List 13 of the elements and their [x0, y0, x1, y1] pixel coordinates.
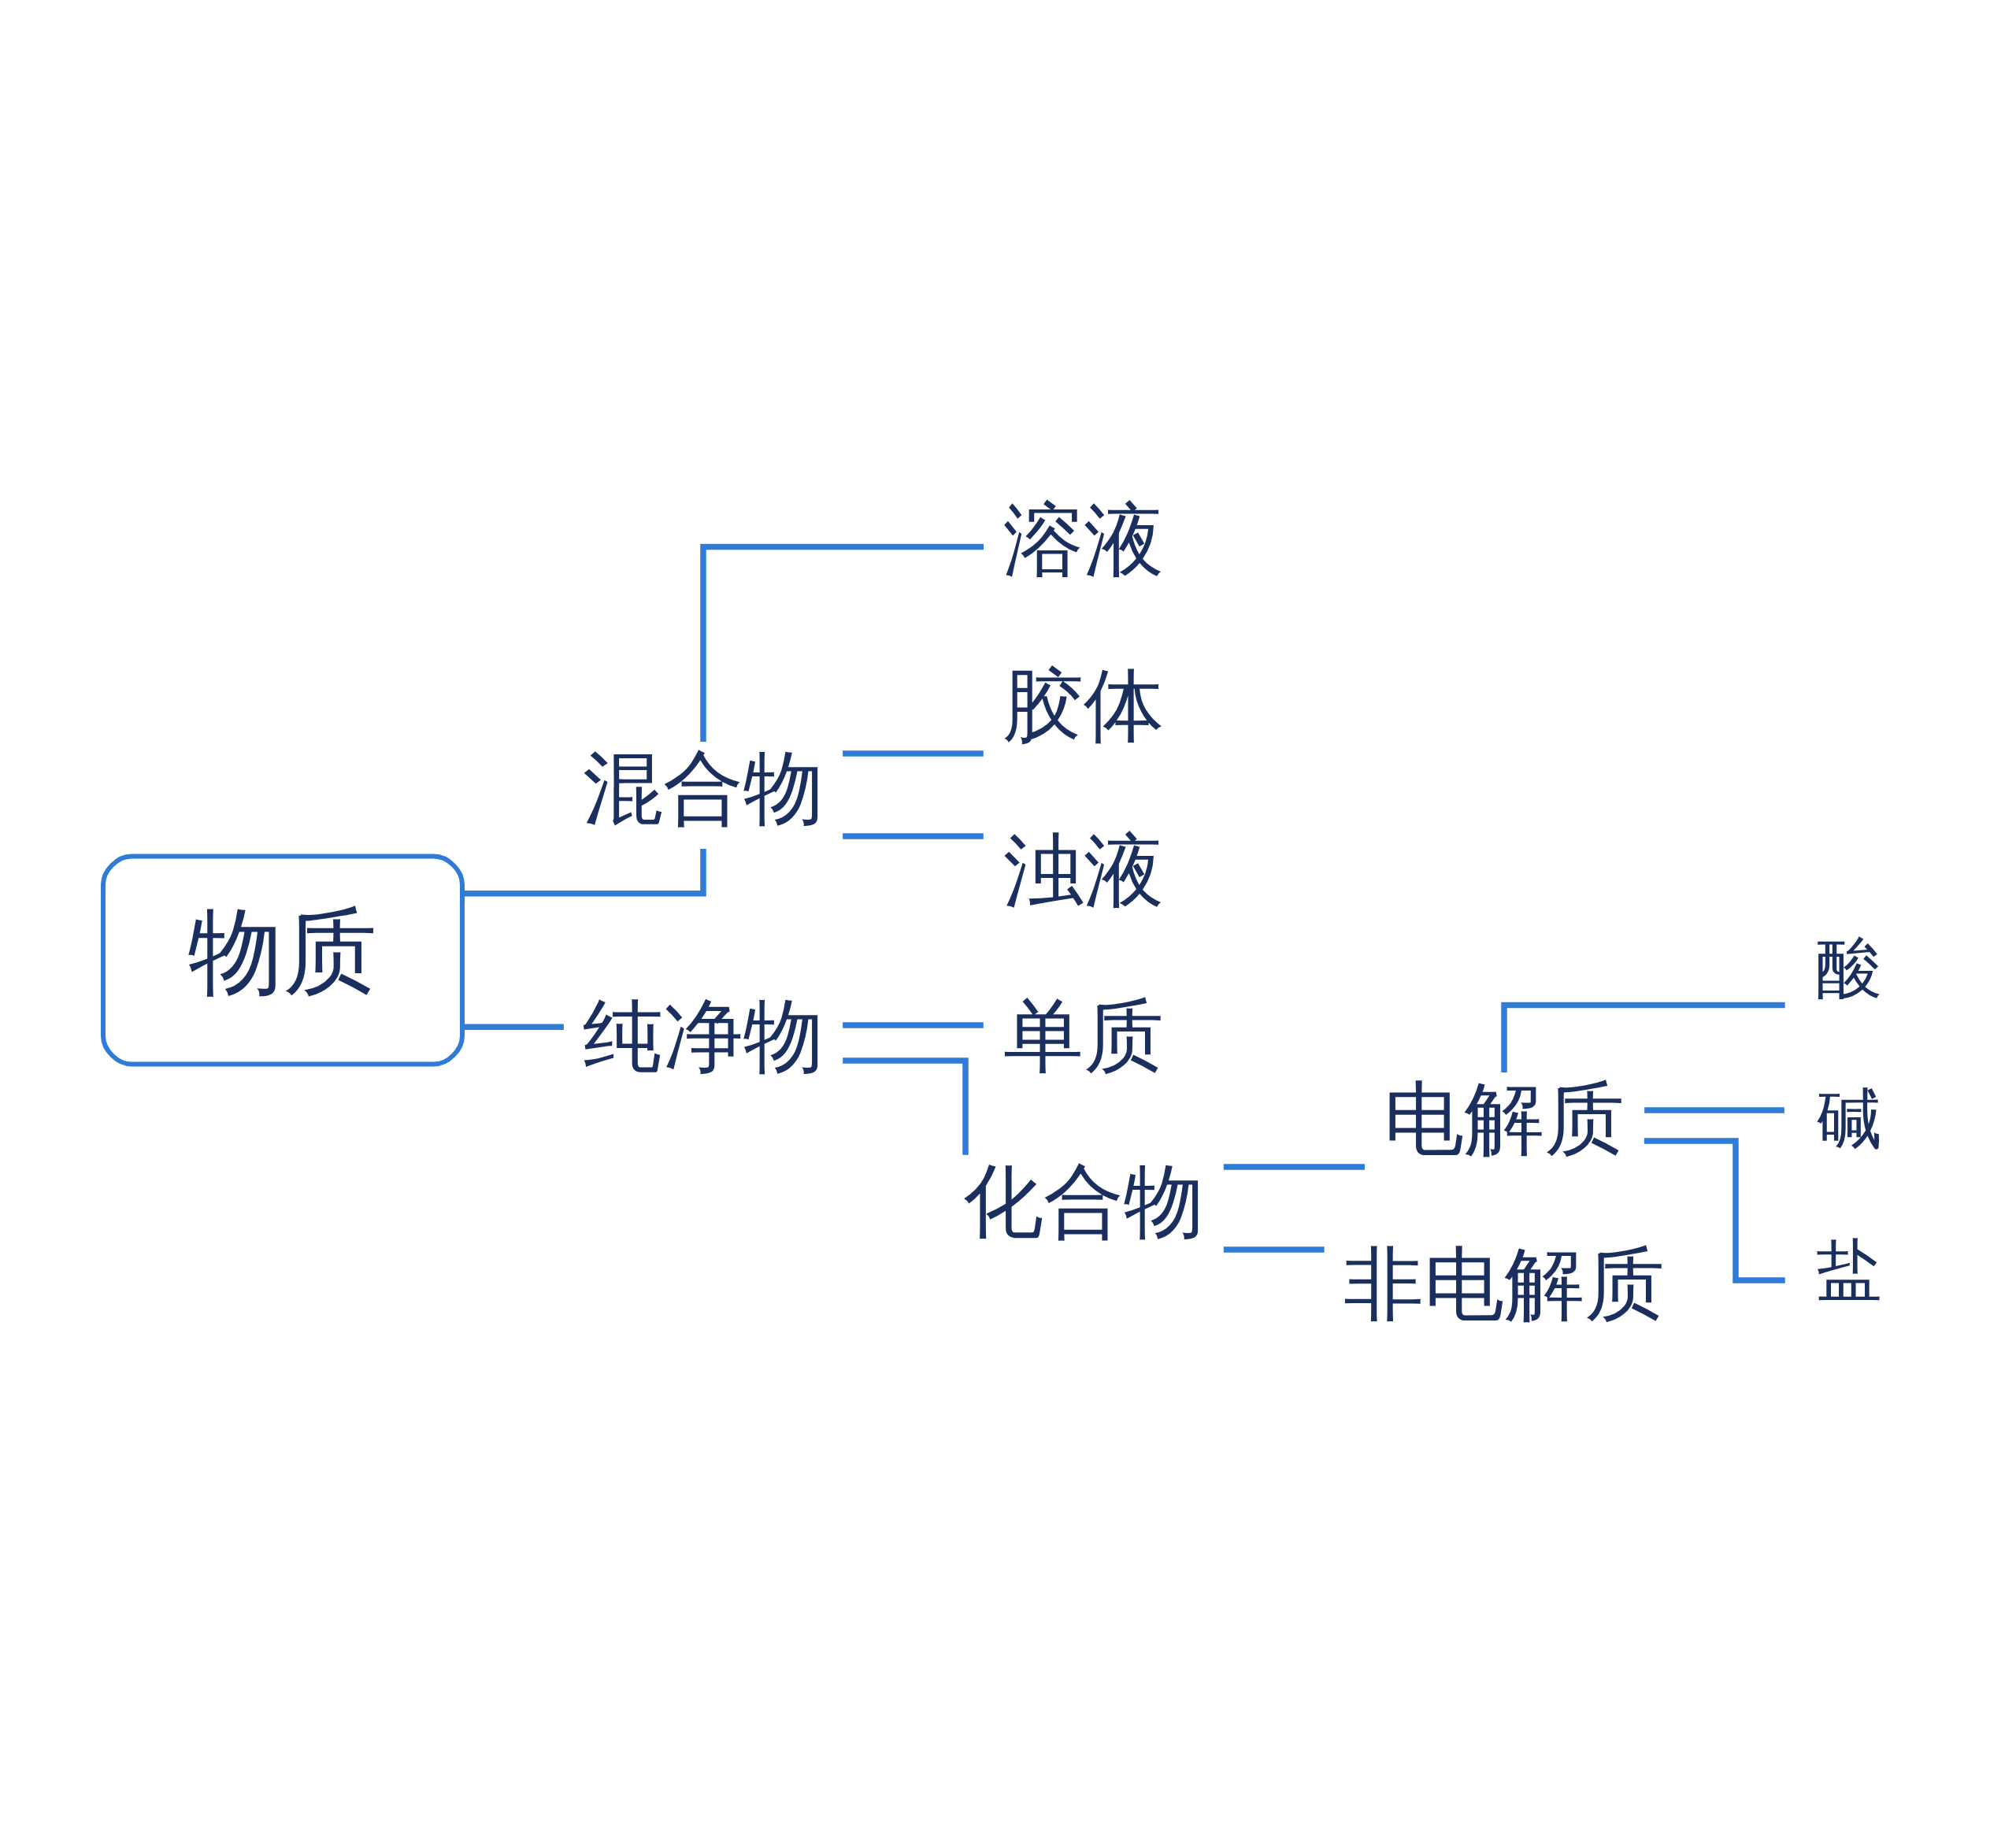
node-text: 浊液: [1003, 823, 1164, 917]
node-text: 酸: [1816, 928, 1882, 1006]
node-text: 胶体: [1003, 657, 1164, 752]
node-text: 单质: [1003, 988, 1164, 1083]
node-text: 化合物: [963, 1154, 1204, 1248]
node-text: 混合物: [583, 740, 824, 835]
node-text: 纯净物: [583, 988, 824, 1083]
node-box: 物质: [101, 854, 465, 1066]
node-text: 碱: [1816, 1080, 1882, 1157]
node-text: 溶液: [1003, 492, 1164, 587]
node-text: 电解质: [1384, 1071, 1625, 1165]
node-text: 非电解质: [1343, 1236, 1665, 1331]
node-text: 盐: [1816, 1231, 1882, 1309]
